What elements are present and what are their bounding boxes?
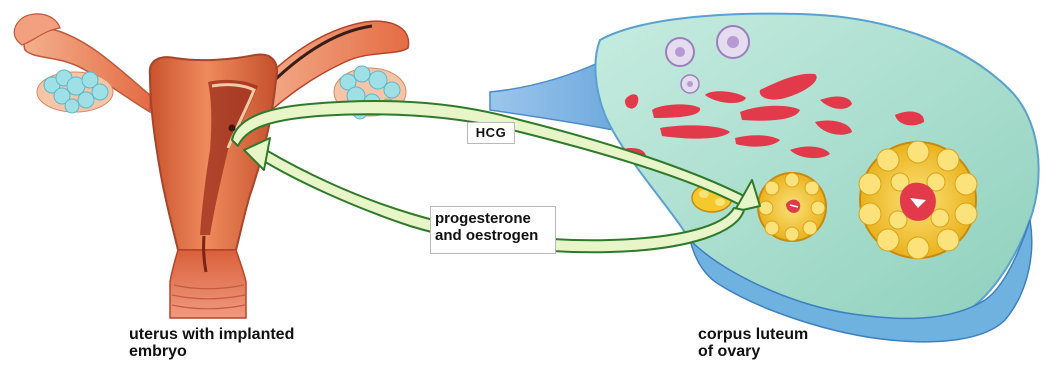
hormones-label: progesterone and oestrogen (430, 206, 556, 254)
ovary-caption: corpus luteum of ovary (698, 326, 808, 360)
uterus-caption-line2: embryo (129, 343, 294, 360)
mature-corpus-luteum (859, 141, 977, 259)
ovary-caption-line1: corpus luteum (698, 326, 808, 343)
uterus-caption: uterus with implanted embryo (129, 326, 294, 360)
corpus-luteum (758, 173, 826, 241)
uterus-illustration (14, 14, 408, 318)
hormones-label-line1: progesterone (435, 210, 551, 227)
ovary-caption-line2: of ovary (698, 343, 808, 360)
hcg-label: HCG (467, 122, 515, 144)
hcg-label-text: HCG (468, 123, 514, 143)
cervix (170, 250, 246, 318)
uterus-caption-line1: uterus with implanted (129, 326, 294, 343)
hormones-label-line2: and oestrogen (435, 227, 551, 244)
ovary-section-illustration (490, 14, 1039, 342)
implanted-embryo (229, 125, 236, 132)
